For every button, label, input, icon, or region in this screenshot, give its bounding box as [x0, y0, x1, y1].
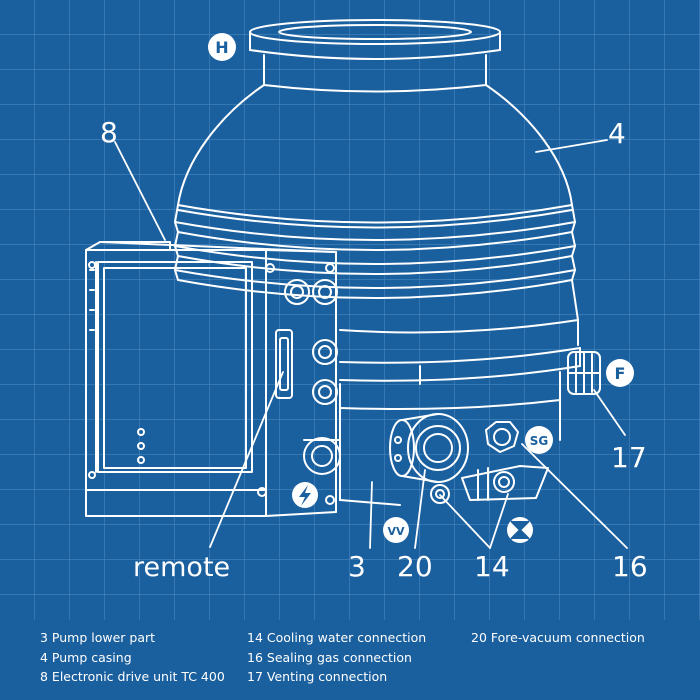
callout-8: 8 — [100, 116, 118, 149]
badge-h-text: H — [215, 38, 228, 57]
legend-column-3: 20 Fore-vacuum connection — [471, 628, 645, 648]
badge-sg: SG — [525, 426, 553, 454]
venting-connection — [567, 351, 601, 395]
clamp-band — [339, 347, 581, 385]
legend-column-1: 3 Pump lower part 4 Pump casing 8 Electr… — [40, 628, 225, 687]
badge-sg-text: SG — [530, 434, 549, 448]
legend-column-2: 14 Cooling water connection 16 Sealing g… — [247, 628, 426, 687]
legend-item: 20 Fore-vacuum connection — [471, 630, 645, 645]
legend-item: 8 Electronic drive unit TC 400 — [40, 669, 225, 684]
callout-14: 14 — [474, 550, 510, 583]
legend-item: 4 Pump casing — [40, 649, 132, 665]
sealing-gas-connection — [485, 421, 519, 453]
callout-20: 20 — [397, 550, 433, 583]
top-flange — [249, 19, 501, 93]
pump-lower-part — [339, 371, 561, 506]
power-icon — [292, 482, 318, 508]
badge-f-text: F — [615, 364, 626, 383]
badge-h: H — [208, 33, 236, 61]
pump-casing — [174, 84, 579, 346]
callout-4: 4 — [608, 117, 626, 150]
callout-17: 17 — [611, 441, 647, 474]
fore-vacuum-connection — [389, 413, 469, 483]
legend-item: 16 Sealing gas connection — [247, 649, 412, 665]
electronic-drive-unit — [85, 241, 341, 517]
legend-item: 3 Pump lower part — [40, 630, 156, 645]
legend-item: 17 Venting connection — [247, 669, 388, 684]
leader-lines — [114, 139, 628, 549]
callout-16: 16 — [612, 550, 648, 583]
cooling-water-connection — [430, 465, 549, 504]
callout-remote: remote — [133, 552, 230, 583]
badge-vv-text: VV — [387, 525, 405, 538]
badge-f: F — [606, 359, 634, 387]
badge-vv: VV — [383, 517, 409, 543]
cooling-water-icon — [507, 517, 533, 543]
callout-3: 3 — [348, 550, 366, 583]
legend-item: 14 Cooling water connection — [247, 630, 427, 645]
